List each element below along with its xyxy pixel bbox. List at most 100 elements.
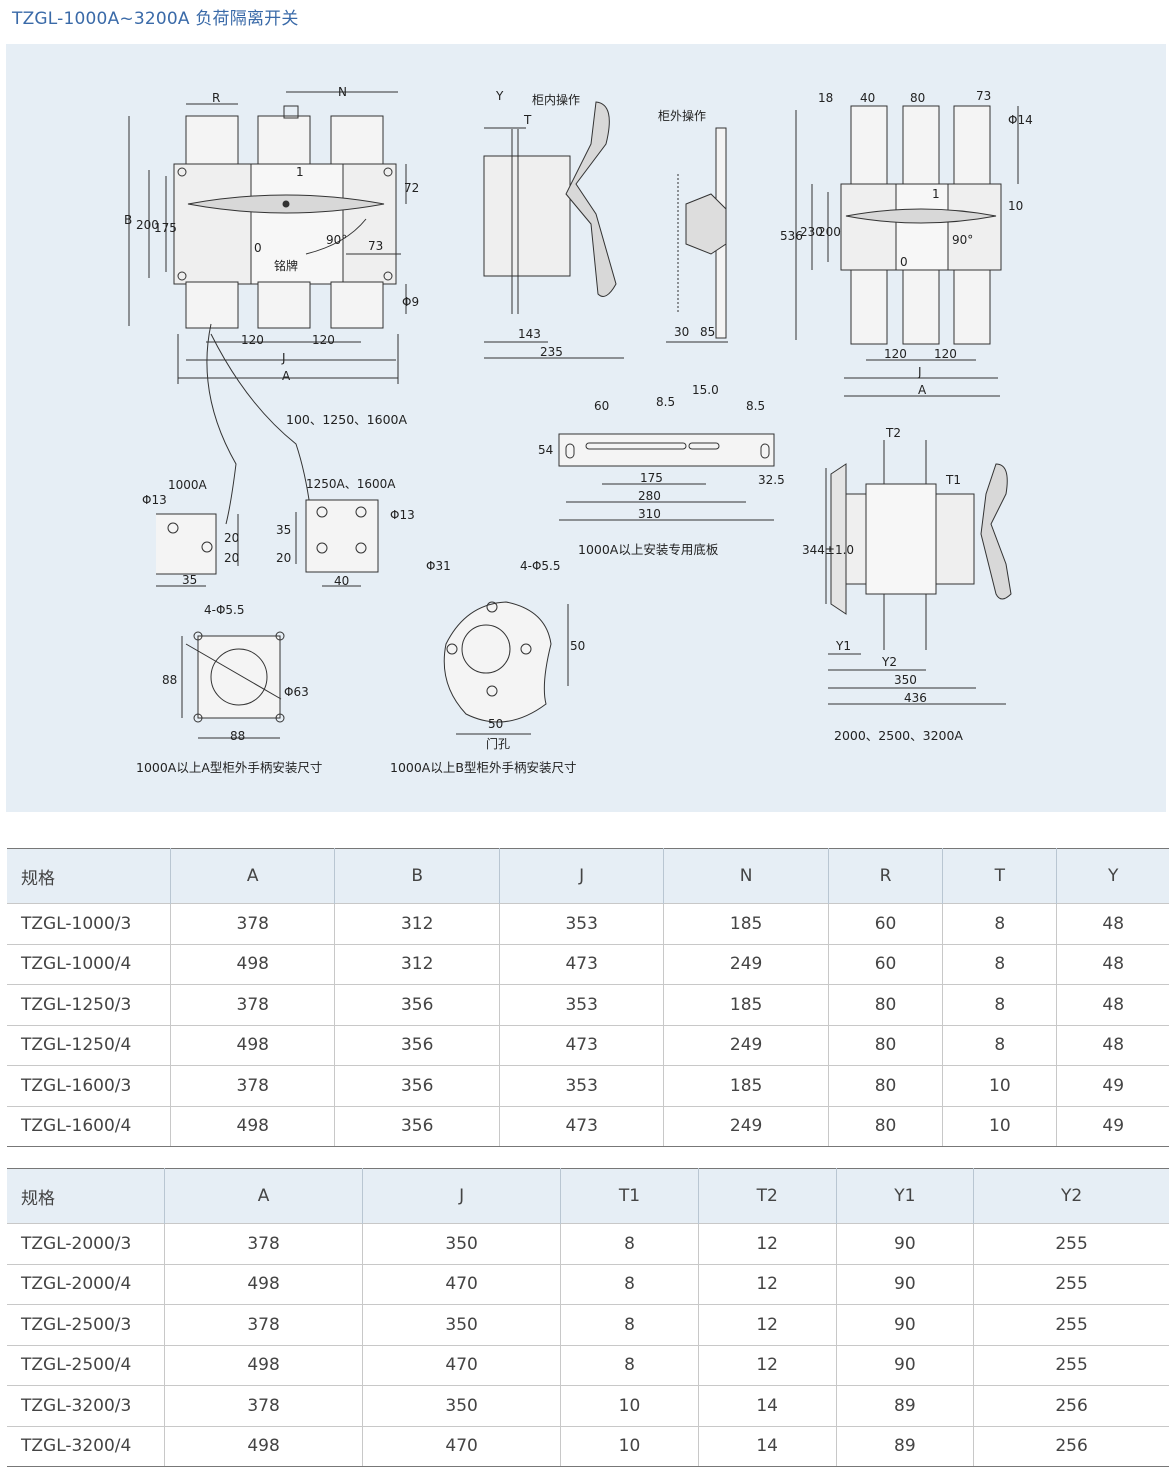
cell: 49 bbox=[1056, 1105, 1169, 1147]
front-120a: 120 bbox=[241, 333, 264, 347]
handle-a-drawing bbox=[181, 631, 285, 739]
col-header: R bbox=[827, 848, 943, 904]
front-nameplate: 铭牌 bbox=[274, 258, 298, 273]
v3-10: 10 bbox=[1008, 199, 1023, 213]
cell: 312 bbox=[334, 943, 500, 985]
cell: 80 bbox=[827, 1105, 943, 1147]
front-B: B bbox=[124, 213, 132, 227]
cell: 185 bbox=[663, 903, 829, 944]
table-header-row: 规格 A J T1 T2 Y1 Y2 bbox=[7, 1168, 1169, 1224]
col-header: 规格 bbox=[7, 1168, 165, 1224]
cell: 498 bbox=[163, 1344, 363, 1386]
v3-80: 80 bbox=[910, 91, 925, 105]
cell: 14 bbox=[697, 1425, 836, 1467]
sl-T2: T2 bbox=[885, 426, 901, 440]
cell: 350 bbox=[362, 1385, 561, 1426]
col-header: A bbox=[163, 1168, 363, 1224]
ha-caption: 1000A以上A型柜外手柄安装尺寸 bbox=[136, 760, 322, 775]
col-header: T2 bbox=[697, 1168, 836, 1224]
cell: 80 bbox=[827, 984, 943, 1025]
front-200: 200 bbox=[136, 218, 159, 232]
side-view bbox=[483, 101, 624, 359]
outside-30: 30 bbox=[674, 325, 689, 339]
cell: 48 bbox=[1056, 943, 1169, 985]
t1000-phi13: Φ13 bbox=[142, 493, 167, 507]
sl-344: 344±1.0 bbox=[802, 543, 854, 557]
cell: 378 bbox=[163, 1385, 363, 1426]
cell: 353 bbox=[498, 984, 664, 1025]
dimension-drawing: R N B 200 175 72 73 Φ9 120 120 J A 1 0 9… bbox=[6, 44, 1166, 812]
cell: 498 bbox=[169, 1105, 335, 1147]
v3-120a: 120 bbox=[884, 347, 907, 361]
hb-caption: 1000A以上B型柜外手柄安装尺寸 bbox=[390, 760, 576, 775]
bp-85b: 8.5 bbox=[746, 399, 765, 413]
cell: 312 bbox=[334, 903, 500, 944]
v3-J: J bbox=[917, 365, 922, 379]
drawing-svg: R N B 200 175 72 73 Φ9 120 120 J A 1 0 9… bbox=[124, 85, 1033, 775]
v3-40: 40 bbox=[860, 91, 875, 105]
v3-phi14: Φ14 bbox=[1008, 113, 1033, 127]
t1000-35: 35 bbox=[182, 573, 197, 587]
cell: 12 bbox=[697, 1344, 836, 1386]
cell: TZGL-1250/4 bbox=[7, 1024, 171, 1066]
cell: 473 bbox=[498, 943, 664, 985]
caption-small-models: 100、1250、1600A bbox=[286, 412, 407, 427]
cell: 470 bbox=[362, 1425, 561, 1467]
bp-175: 175 bbox=[640, 471, 663, 485]
cell: 470 bbox=[362, 1263, 561, 1305]
cell: 8 bbox=[942, 984, 1057, 1025]
cell: 60 bbox=[827, 943, 943, 985]
cell: 185 bbox=[663, 984, 829, 1025]
cell: 378 bbox=[169, 984, 335, 1025]
cell: TZGL-1600/3 bbox=[7, 1065, 171, 1106]
cell: TZGL-3200/3 bbox=[7, 1385, 165, 1426]
cell: 353 bbox=[498, 1065, 664, 1106]
cell: 8 bbox=[942, 943, 1057, 985]
terminal-1000-drawing bbox=[156, 513, 239, 587]
cell: 8 bbox=[560, 1223, 699, 1264]
cell: 249 bbox=[663, 1024, 829, 1066]
cell: 356 bbox=[334, 1065, 500, 1106]
bp-325: 32.5 bbox=[758, 473, 785, 487]
ha-phi63: Φ63 bbox=[284, 685, 309, 699]
front-on: 1 bbox=[296, 165, 304, 179]
cell: 356 bbox=[334, 1105, 500, 1147]
cell: TZGL-1250/3 bbox=[7, 984, 171, 1025]
t1250-35: 35 bbox=[276, 523, 291, 537]
cell: 8 bbox=[942, 1024, 1057, 1066]
cell: TZGL-2000/3 bbox=[7, 1223, 165, 1264]
cell: 256 bbox=[973, 1385, 1169, 1426]
front-J: J bbox=[281, 351, 286, 365]
col-header: T bbox=[942, 848, 1057, 904]
col-header: Y2 bbox=[973, 1168, 1169, 1224]
outside-label: 柜外操作 bbox=[658, 108, 706, 123]
cell: TZGL-1600/4 bbox=[7, 1105, 171, 1147]
side-235: 235 bbox=[540, 345, 563, 359]
bp-310: 310 bbox=[638, 507, 661, 521]
hb-holes: 4-Φ5.5 bbox=[520, 559, 561, 573]
baseplate-drawing bbox=[558, 433, 775, 521]
cell: 49 bbox=[1056, 1065, 1169, 1106]
cell: 8 bbox=[560, 1344, 699, 1386]
cell: 10 bbox=[560, 1425, 699, 1467]
cell: 378 bbox=[169, 1065, 335, 1106]
bp-280: 280 bbox=[638, 489, 661, 503]
side-Y: Y bbox=[495, 89, 504, 103]
cell: TZGL-1000/4 bbox=[7, 943, 171, 985]
col-header: 规格 bbox=[7, 848, 171, 904]
cell: 8 bbox=[560, 1304, 699, 1345]
col-header: B bbox=[334, 848, 500, 904]
cell: 498 bbox=[169, 1024, 335, 1066]
cell: 470 bbox=[362, 1344, 561, 1386]
v3-120b: 120 bbox=[934, 347, 957, 361]
cell: 356 bbox=[334, 984, 500, 1025]
side-inside: 柜内操作 bbox=[532, 92, 580, 107]
cell: 10 bbox=[942, 1105, 1057, 1147]
